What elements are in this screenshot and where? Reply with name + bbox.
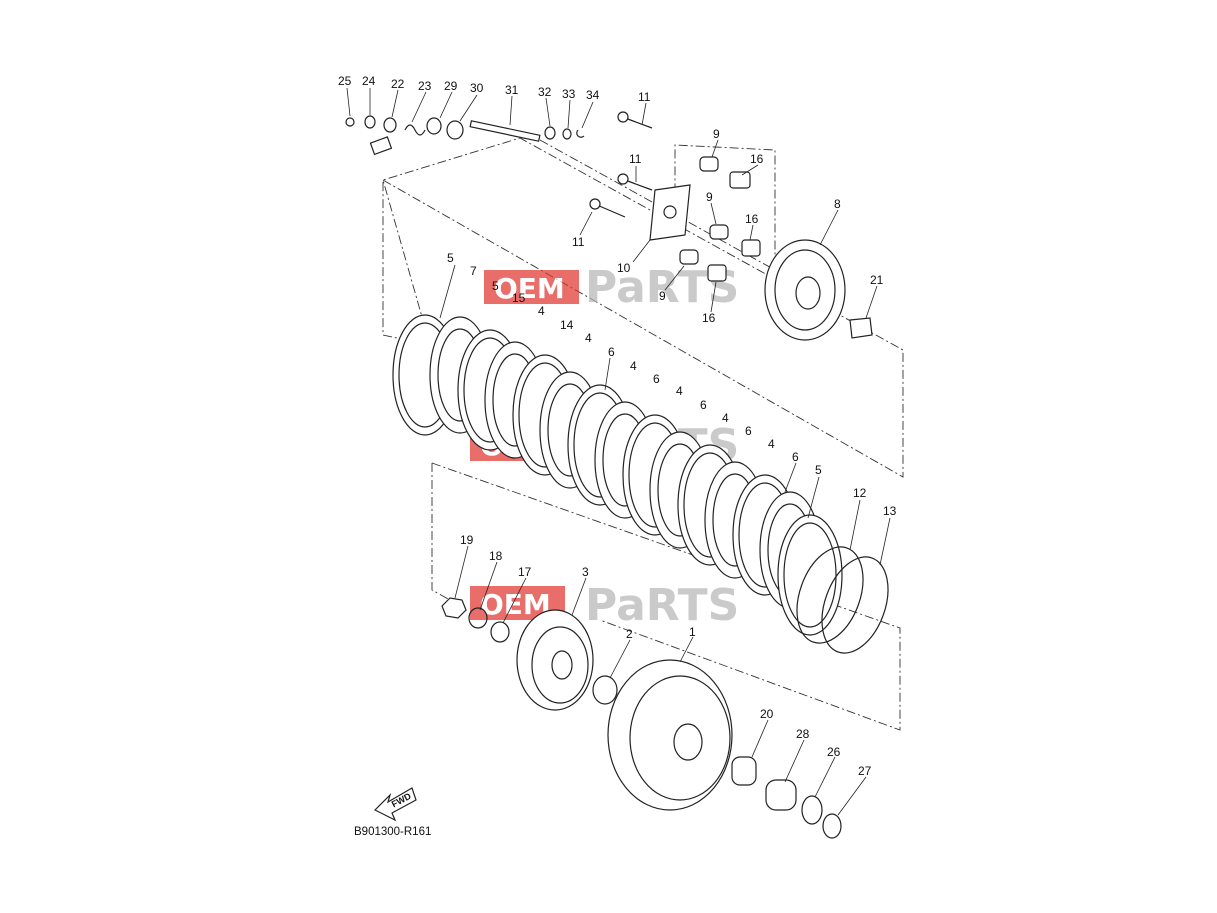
callout-4-e: 4 xyxy=(722,411,729,425)
callout-21: 21 xyxy=(870,273,884,287)
svg-text:OEM: OEM xyxy=(494,272,565,305)
callout-4-a: 4 xyxy=(538,304,545,318)
primary-driven-gear xyxy=(607,659,733,811)
callout-25: 25 xyxy=(338,74,352,88)
callout-10: 10 xyxy=(617,261,631,275)
callout-34: 34 xyxy=(586,88,600,102)
clutch-springs xyxy=(679,156,761,282)
callout-33: 33 xyxy=(562,87,576,101)
callout-27: 27 xyxy=(858,764,872,778)
callout-4-f: 4 xyxy=(768,437,775,451)
callout-5-b: 5 xyxy=(492,279,499,293)
callout-16-c: 16 xyxy=(702,311,716,325)
callout-17: 17 xyxy=(518,565,532,579)
callout-leaders xyxy=(346,87,891,816)
pressure-plate-retainer xyxy=(649,184,691,241)
callout-9-b: 9 xyxy=(706,190,713,204)
assembly-box-hub-right xyxy=(431,462,901,731)
callout-29: 29 xyxy=(444,79,458,93)
bearing-and-spacers xyxy=(731,756,842,839)
callout-4-b: 4 xyxy=(585,331,592,345)
callout-6-e: 6 xyxy=(792,450,799,464)
callout-9-a: 9 xyxy=(713,127,720,141)
callout-6-c: 6 xyxy=(700,398,707,412)
clutch-plates xyxy=(392,314,889,654)
pressure-plate-bolts xyxy=(589,111,653,218)
callout-11-b: 11 xyxy=(629,152,642,166)
callout-31: 31 xyxy=(505,83,519,97)
callout-12: 12 xyxy=(853,486,867,500)
callout-23: 23 xyxy=(418,79,432,93)
callout-20: 20 xyxy=(760,707,774,721)
callout-24: 24 xyxy=(362,74,376,88)
svg-text:PaRTS: PaRTS xyxy=(585,580,739,631)
fwd-arrow-icon: FWD xyxy=(373,787,417,822)
callout-5-c: 5 xyxy=(815,463,822,477)
callout-18: 18 xyxy=(489,549,503,563)
pressure-plate xyxy=(764,239,873,341)
callout-1: 1 xyxy=(689,625,696,639)
callout-6-d: 6 xyxy=(745,424,752,438)
diagram-code: B901300-R161 xyxy=(354,826,431,838)
callout-8: 8 xyxy=(834,197,841,211)
callout-26: 26 xyxy=(827,745,841,759)
watermark-bottom: OEM PaRTS xyxy=(470,580,739,631)
callout-28: 28 xyxy=(796,727,810,741)
callout-15: 15 xyxy=(512,291,526,305)
callout-labels: 25 24 22 23 29 30 31 32 33 34 11 11 11 9… xyxy=(338,74,897,778)
callout-4-d: 4 xyxy=(676,384,683,398)
callout-9-c: 9 xyxy=(659,289,666,303)
callout-19: 19 xyxy=(460,533,474,547)
assembly-box-hub xyxy=(431,463,451,601)
callout-6-b: 6 xyxy=(653,372,660,386)
watermark-top: OEM PaRTS xyxy=(484,262,739,313)
callout-7: 7 xyxy=(470,264,477,278)
callout-11-a: 11 xyxy=(638,90,651,104)
callout-16-b: 16 xyxy=(745,212,759,226)
callout-6-a: 6 xyxy=(608,345,615,359)
callout-22: 22 xyxy=(391,77,405,91)
callout-13: 13 xyxy=(883,504,897,518)
callout-3: 3 xyxy=(582,565,589,579)
callout-16-a: 16 xyxy=(750,152,764,166)
callout-32: 32 xyxy=(538,85,552,99)
callout-30: 30 xyxy=(470,81,484,95)
clutch-hub-parts xyxy=(441,597,618,711)
callout-5-a: 5 xyxy=(447,251,454,265)
callout-2: 2 xyxy=(626,627,633,641)
callout-4-c: 4 xyxy=(630,359,637,373)
push-lever-parts xyxy=(345,115,585,156)
callout-14: 14 xyxy=(560,318,574,332)
callout-11-c: 11 xyxy=(572,235,585,249)
